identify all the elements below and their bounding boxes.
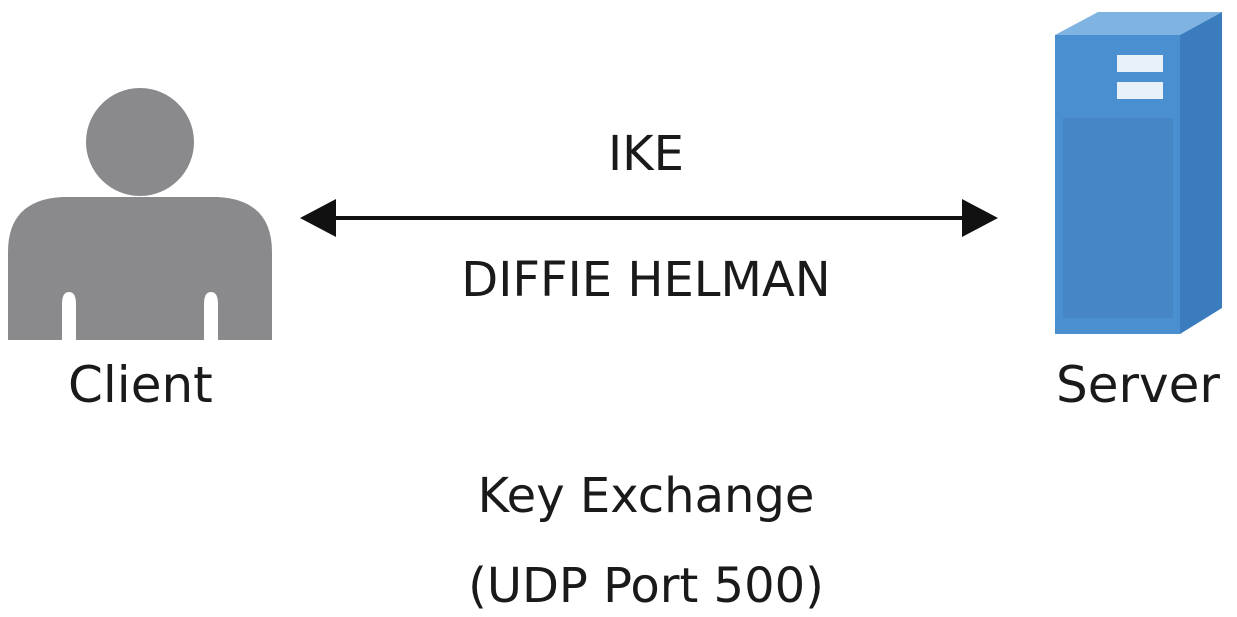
- caption-title: Key Exchange: [477, 468, 815, 524]
- arrow-label-top: IKE: [608, 126, 684, 182]
- caption-subtitle: (UDP Port 500): [468, 558, 824, 614]
- client-label: Client: [68, 356, 213, 414]
- server-label: Server: [1056, 356, 1220, 414]
- bidirectional-arrow: [300, 199, 998, 237]
- server-icon: [1055, 12, 1222, 334]
- arrow-label-bottom: DIFFIE HELMAN: [461, 252, 831, 308]
- person-icon: [8, 88, 272, 340]
